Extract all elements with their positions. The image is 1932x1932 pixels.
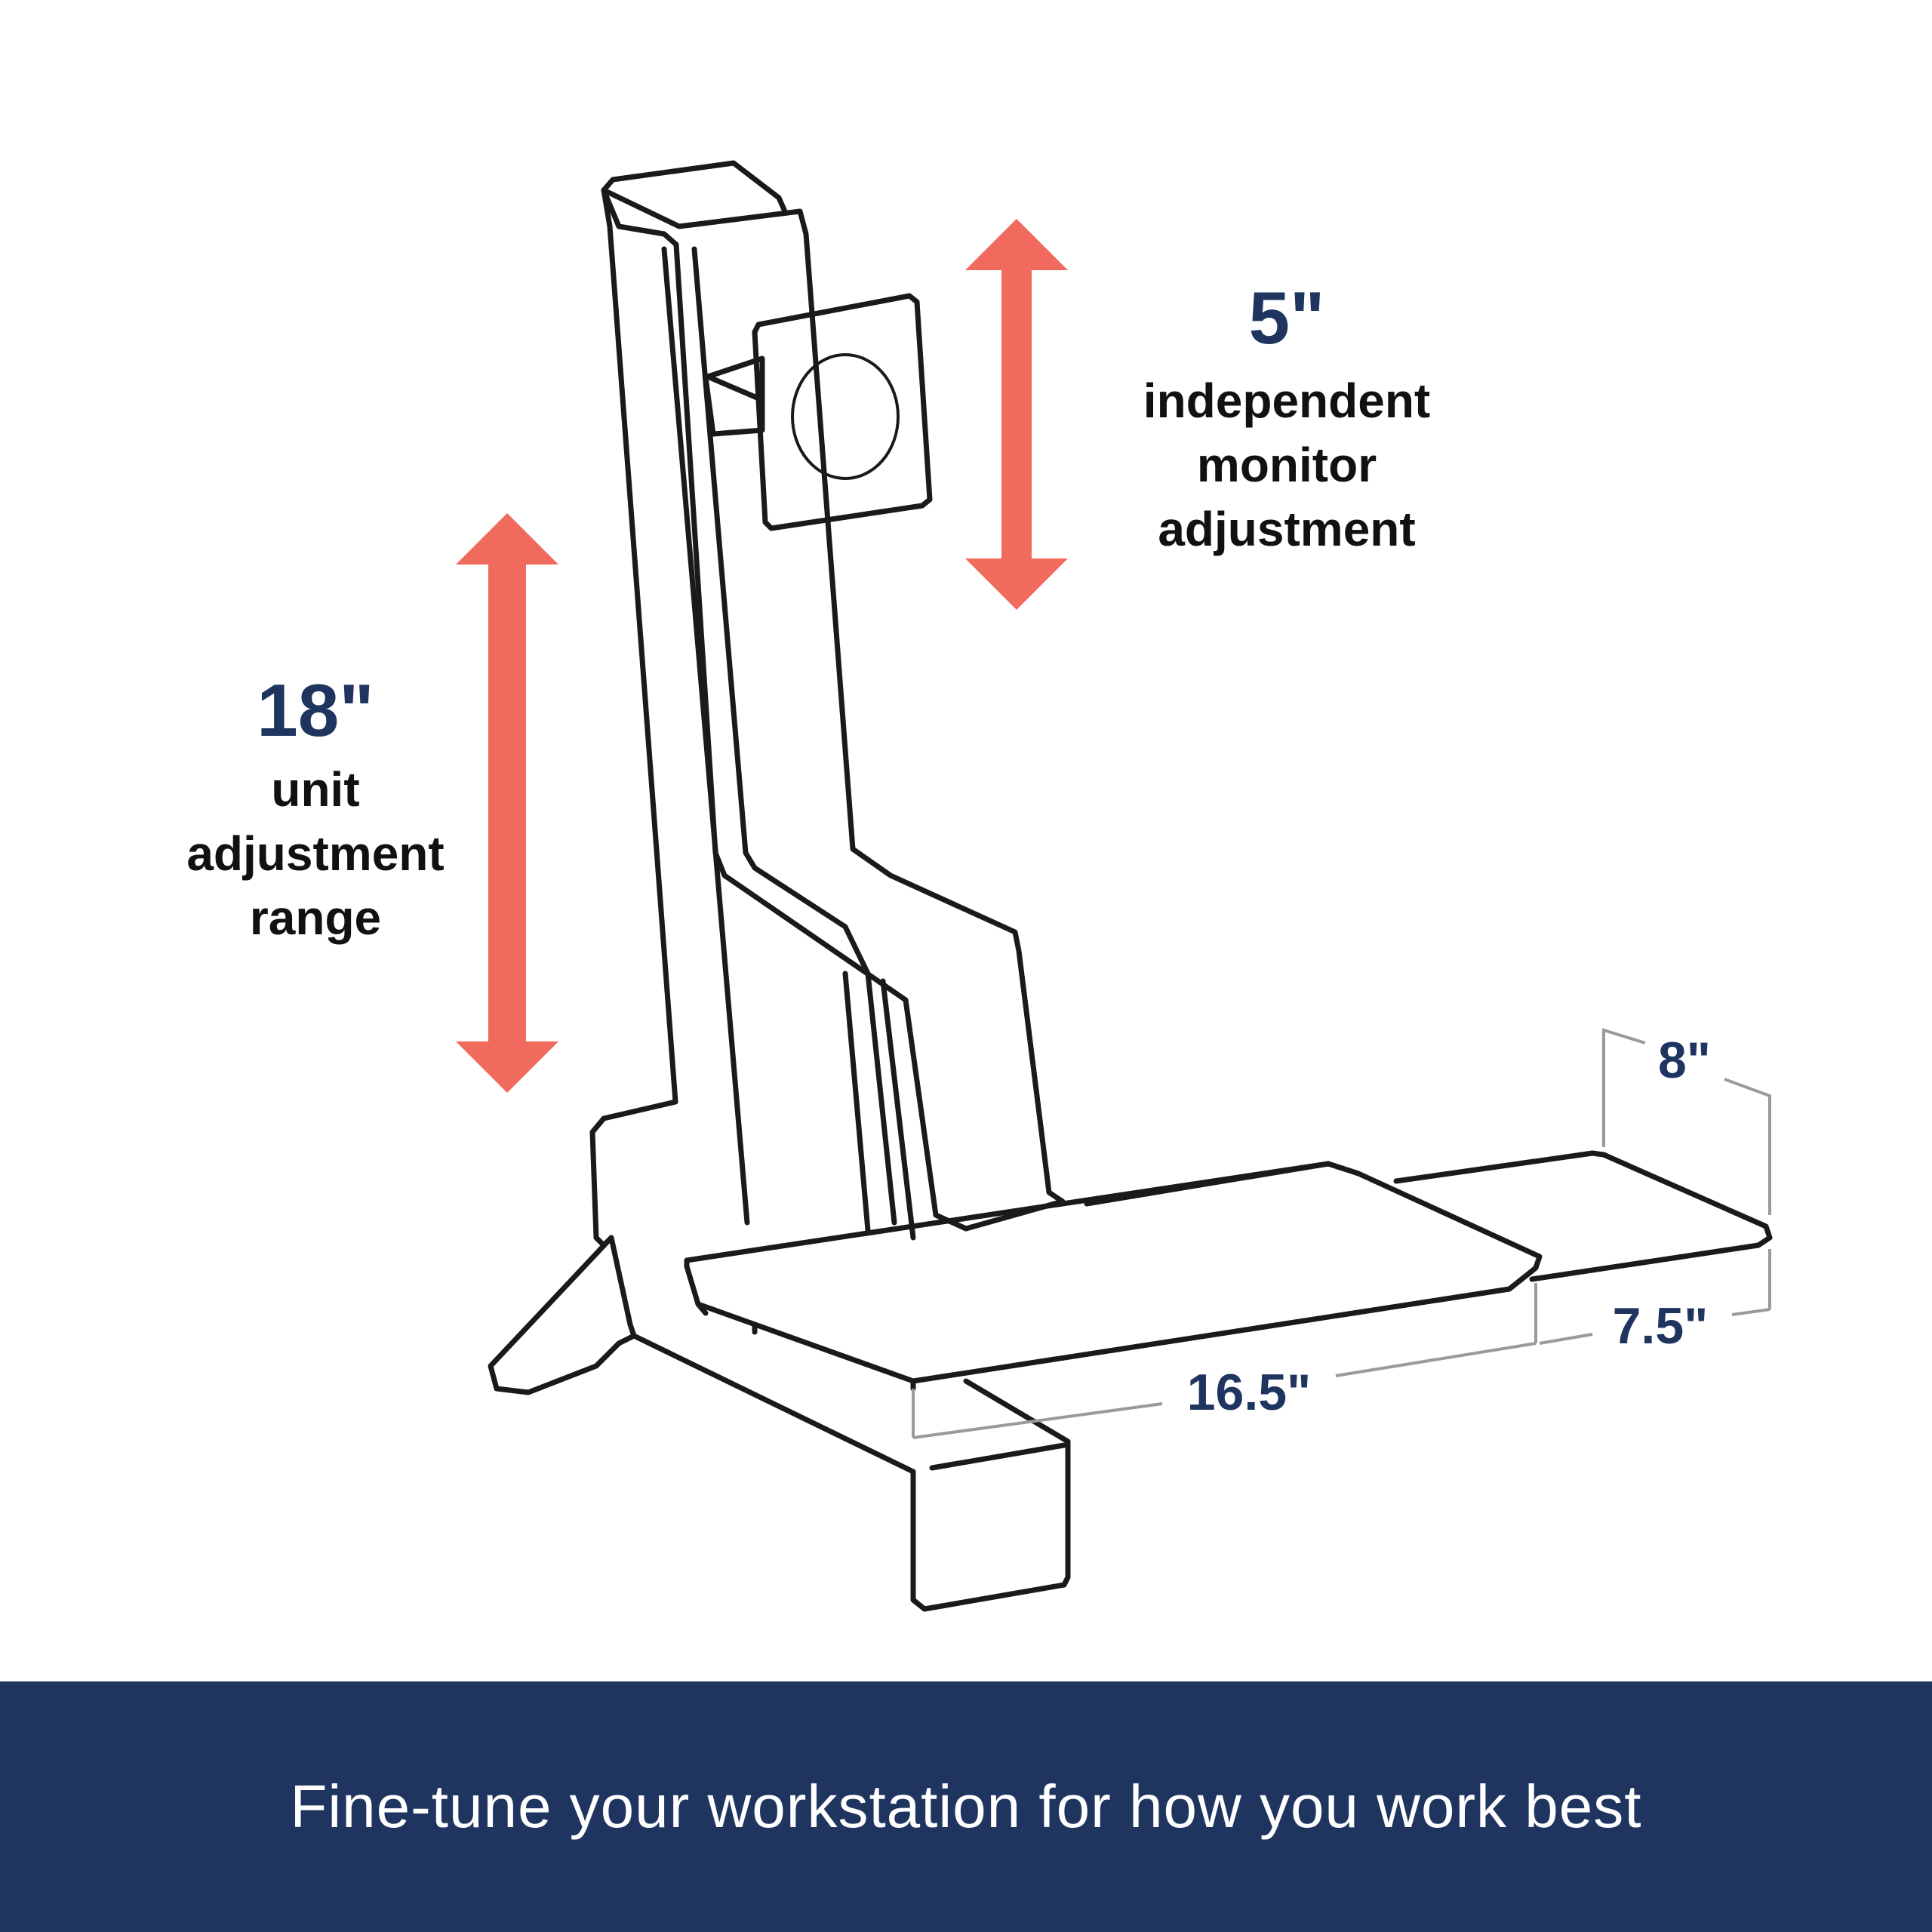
- base-front-leg-top: [929, 1442, 1067, 1471]
- monitor-callout-line-3: adjustment: [1158, 502, 1415, 556]
- monitor-adjustment-arrow: [965, 219, 1068, 610]
- unit-callout-line-2: adjustment: [186, 826, 444, 881]
- monitor-callout: 5" independent monitor adjustment: [1143, 276, 1430, 556]
- unit-callout-value: 18": [257, 669, 374, 752]
- unit-callout-line-3: range: [250, 891, 381, 945]
- mouse-tray-back: [1084, 1161, 1331, 1207]
- dim-mouse-depth: [1602, 1028, 1771, 1215]
- base-left-foot: [488, 1099, 678, 1395]
- footer: Fine-tune your workstation for how you w…: [0, 1681, 1932, 1932]
- column-back-edge: [601, 187, 678, 1105]
- footer-tagline: Fine-tune your workstation for how you w…: [290, 1773, 1642, 1840]
- monitor-plate-hub: [791, 353, 900, 480]
- keyboard-width-label: 16.5": [1187, 1364, 1312, 1421]
- column-inner-line-2: [691, 246, 897, 1226]
- column-top-cap: [601, 160, 788, 214]
- unit-callout-line-1: unit: [271, 762, 359, 817]
- arrows: [456, 219, 1068, 1093]
- unit-adjustment-arrow: [456, 513, 558, 1093]
- monitor-arm: [703, 355, 765, 437]
- monitor-callout-line-1: independent: [1143, 374, 1430, 428]
- dim-keyboard-width: [912, 1283, 1537, 1439]
- base-left-foot-side: [608, 1235, 637, 1339]
- monitor-callout-value: 5": [1249, 276, 1325, 359]
- dimension-lines: [912, 1028, 1771, 1439]
- column-inner-line: [661, 246, 750, 1226]
- unit-callout: 18" unit adjustment range: [186, 669, 444, 945]
- monitor-plate: [752, 293, 933, 531]
- base-front-leg: [631, 1333, 1071, 1612]
- column-channel: [842, 971, 916, 1241]
- keyboard-tray-edge: [695, 1301, 916, 1392]
- mouse-width-label: 7.5": [1613, 1297, 1709, 1355]
- workstation-illustration: [488, 160, 1773, 1612]
- mouse-tray: [1393, 1150, 1773, 1282]
- dim-mouse-width: [1539, 1249, 1771, 1345]
- mouse-depth-label: 8": [1658, 1032, 1711, 1089]
- footer-band: [0, 1681, 1932, 1932]
- keyboard-tray: [684, 1161, 1543, 1384]
- monitor-callout-line-2: monitor: [1197, 438, 1377, 492]
